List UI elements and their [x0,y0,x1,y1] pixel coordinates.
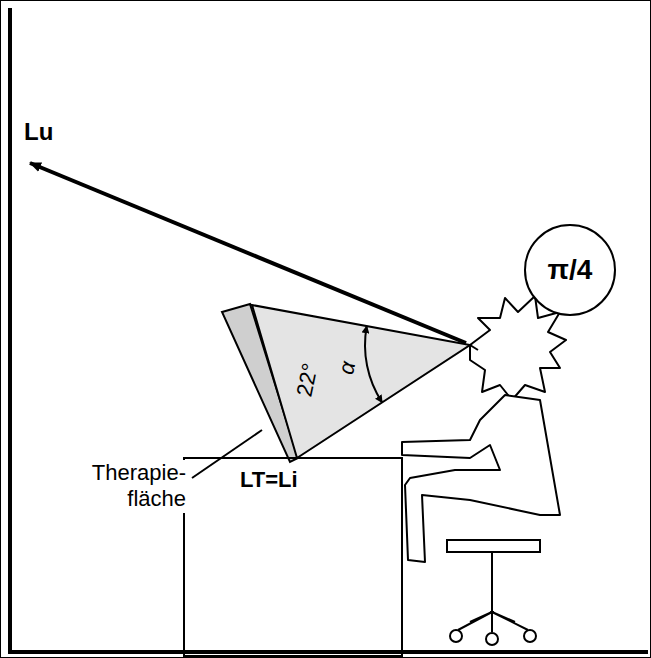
stool [447,540,540,645]
ratio-circle: π/4 [524,224,616,316]
ratio-text: π/4 [548,254,593,286]
caster [450,630,462,642]
stool-base [458,612,528,632]
luminance-label: Lu [24,118,53,147]
desk: LT=Li [183,457,403,657]
cone-fill [252,305,470,458]
wall [8,8,12,652]
stool-post [491,552,493,612]
angle-arc [365,326,382,402]
floor [8,650,648,654]
eye [470,345,478,350]
caster [486,633,498,645]
person [402,296,566,562]
body [402,395,560,562]
stool-seat [447,540,540,552]
light-cone: α22° [220,300,480,465]
desk-text: LT=Li [240,467,298,493]
cone-shape [220,300,480,465]
part-label: Therapie- fläche [34,460,186,513]
caster [524,630,536,642]
